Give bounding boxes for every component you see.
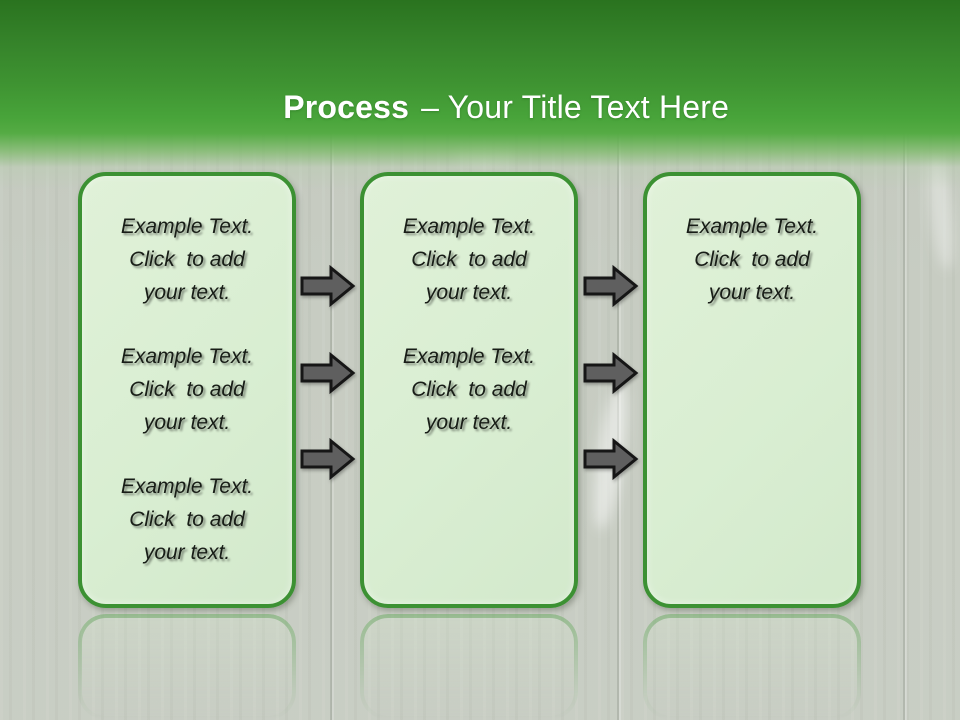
arrow-right-icon xyxy=(300,264,356,308)
process-box-3[interactable]: Example Text. Click to add your text. xyxy=(643,172,861,608)
arrow-right-icon xyxy=(300,437,356,481)
title-banner xyxy=(0,0,960,190)
text-placeholder[interactable]: Example Text. Click to add your text. xyxy=(402,345,536,434)
process-box-1[interactable]: Example Text. Click to add your text. Ex… xyxy=(78,172,296,608)
text-placeholder[interactable]: Example Text. Click to add your text. xyxy=(685,215,819,304)
slide-title[interactable]: Process – Your Title Text Here xyxy=(8,52,960,163)
box-reflection xyxy=(643,614,861,720)
text-placeholder[interactable]: Example Text. Click to add your text. xyxy=(120,215,254,304)
title-emphasis: Process xyxy=(283,89,410,125)
text-placeholder[interactable]: Example Text. Click to add your text. xyxy=(402,215,536,304)
text-placeholder[interactable]: Example Text. Click to add your text. xyxy=(120,345,254,434)
arrow-right-icon xyxy=(300,351,356,395)
text-placeholder[interactable]: Example Text. Click to add your text. xyxy=(120,475,254,564)
wood-seam xyxy=(903,0,907,720)
box-reflection xyxy=(78,614,296,720)
process-box-2[interactable]: Example Text. Click to add your text. Ex… xyxy=(360,172,578,608)
arrow-right-icon xyxy=(583,437,639,481)
box-reflection xyxy=(360,614,578,720)
arrow-right-icon xyxy=(583,351,639,395)
arrow-right-icon xyxy=(583,264,639,308)
title-placeholder-text: – Your Title Text Here xyxy=(421,89,730,125)
